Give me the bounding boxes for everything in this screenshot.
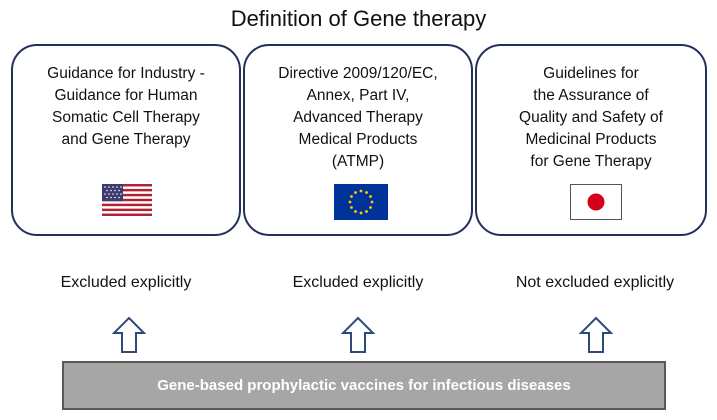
japan-guidelines-line: Quality and Safety of	[519, 109, 663, 126]
us-guidance-line: Guidance for Industry -	[47, 65, 205, 82]
eu-directive-line: Medical Products	[298, 131, 418, 148]
japan-guidelines-box: Guidelines for the Assurance of Quality …	[475, 44, 707, 236]
us-flag-icon	[102, 184, 152, 216]
us-guidance-line: Somatic Cell Therapy	[52, 109, 200, 126]
eu-exclusion-status: Excluded explicitly	[292, 274, 424, 291]
us-guidance-line: and Gene Therapy	[61, 131, 191, 148]
eu-directive-line: Annex, Part IV,	[306, 87, 410, 104]
japan-guidelines-line: the Assurance of	[533, 87, 649, 104]
vaccines-bar: Gene-based prophylactic vaccines for inf…	[62, 361, 666, 410]
eu-directive-box: Directive 2009/120/EC, Annex, Part IV, A…	[243, 44, 473, 236]
eu-flag-icon	[334, 184, 388, 220]
eu-directive-line: Advanced Therapy	[293, 109, 423, 126]
us-guidance-text: Guidance for Industry - Guidance for Hum…	[21, 63, 231, 151]
us-guidance-box: Guidance for Industry - Guidance for Hum…	[11, 44, 241, 236]
japan-guidelines-line: Medicinal Products	[525, 131, 657, 148]
japan-guidelines-text: Guidelines for the Assurance of Quality …	[485, 63, 697, 173]
us-guidance-line: Guidance for Human	[54, 87, 198, 104]
diagram-title: Definition of Gene therapy	[230, 6, 487, 31]
japan-exclusion-status: Not excluded explicitly	[515, 274, 675, 291]
us-exclusion-status: Excluded explicitly	[60, 274, 192, 291]
eu-directive-text: Directive 2009/120/EC, Annex, Part IV, A…	[253, 63, 463, 173]
japan-guidelines-line: for Gene Therapy	[530, 153, 652, 170]
vaccines-bar-label: Gene-based prophylactic vaccines for inf…	[157, 377, 571, 394]
up-arrow-icon	[579, 316, 613, 353]
japan-flag-icon	[570, 184, 622, 220]
eu-directive-line: (ATMP)	[331, 153, 385, 170]
eu-directive-line: Directive 2009/120/EC,	[278, 65, 438, 82]
up-arrow-icon	[341, 316, 375, 353]
up-arrow-icon	[112, 316, 146, 353]
japan-guidelines-line: Guidelines for	[543, 65, 639, 82]
